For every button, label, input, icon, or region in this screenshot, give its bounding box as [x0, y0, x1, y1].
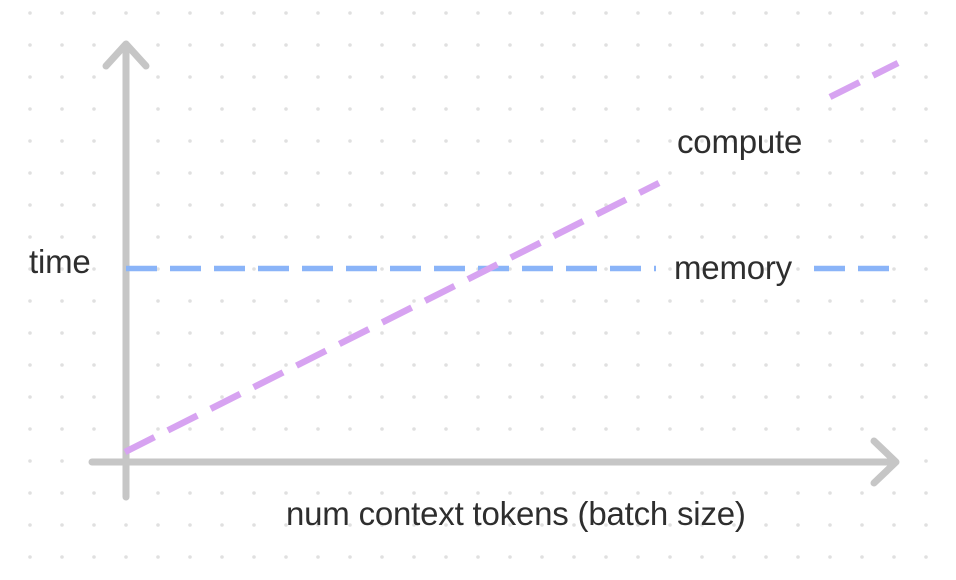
compute-series-label: compute: [677, 123, 803, 160]
x-axis-arrowhead-icon: [870, 437, 900, 487]
x-axis-label: num context tokens (batch size): [286, 495, 746, 532]
compute-line-upper-segment: [828, 60, 900, 100]
y-axis-arrowhead-icon: [102, 40, 150, 70]
y-axis-label: time: [29, 243, 91, 280]
axes: [88, 40, 900, 501]
memory-series-label: memory: [674, 249, 792, 286]
compute-line-lower-segment: [123, 180, 661, 455]
compute-line: [123, 60, 900, 455]
